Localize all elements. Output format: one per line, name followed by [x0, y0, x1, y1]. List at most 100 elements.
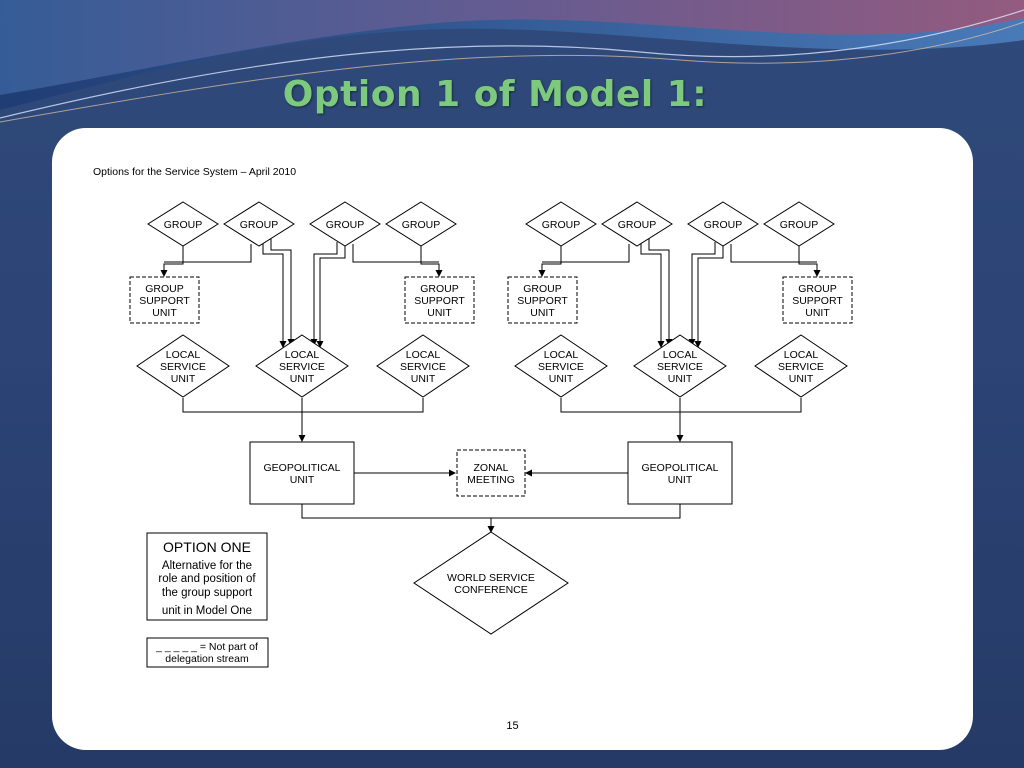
right-group-3-text-1: GROUP	[704, 219, 743, 231]
left-group-2-diamond	[223, 201, 295, 247]
right-group-2-text-1: GROUP	[618, 219, 657, 231]
left-group-4-diamond	[385, 201, 457, 247]
right-wire-g2-lsu-b	[648, 238, 673, 346]
right-lsu-2-diamond	[633, 334, 727, 398]
left-gsu-a-box	[129, 276, 200, 324]
right-lsu-3-text-3: UNIT	[789, 373, 814, 385]
right-lsu-3-text-1: LOCAL	[784, 349, 819, 361]
left-wire-g2-lsu-b	[270, 238, 295, 346]
connector-lines	[160, 238, 821, 533]
left-gsu-a-text-3: UNIT	[152, 307, 177, 319]
right-group-1-diamond	[525, 201, 597, 247]
right-lsu-3-diamond	[754, 334, 848, 398]
right-gsu-b-box	[782, 276, 853, 324]
right-wire-g3-lsu-b	[694, 246, 724, 348]
option-one-line-2: role and position of	[158, 573, 256, 585]
right-wire-g1-gsu	[538, 246, 562, 277]
right-wire-g3-gsu	[730, 244, 817, 263]
left-lsu-2-diamond	[255, 334, 349, 398]
option-one-line-3: the group support	[162, 587, 253, 599]
right-geopolitical-box	[627, 441, 733, 505]
left-lsu-3-text-3: UNIT	[411, 373, 436, 385]
right-gsu-b-text-2: SUPPORT	[792, 295, 843, 307]
service-system-diagram: Options for the Service System – April 2…	[93, 166, 853, 668]
left-geopolitical-text-2: UNIT	[290, 474, 315, 486]
left-wire-g2-lsu-a	[262, 242, 287, 348]
option-one-title: OPTION ONE	[163, 539, 251, 555]
left-wire-g3-lsu-b	[316, 246, 346, 348]
left-lsu-2-text-3: UNIT	[290, 373, 315, 385]
right-lsu-1-text-3: UNIT	[549, 373, 574, 385]
header-swoosh-decoration	[0, 0, 1024, 123]
left-lsu-2-text-1: LOCAL	[285, 349, 320, 361]
right-gsu-a-box	[507, 276, 578, 324]
zonal-meeting-text-1: ZONAL	[473, 462, 508, 474]
left-gsu-b-text-1: GROUP	[420, 283, 459, 295]
right-geopolitical-text-2: UNIT	[668, 474, 693, 486]
left-wire-g3-gsu	[352, 244, 439, 263]
right-group-1-text-1: GROUP	[542, 219, 581, 231]
page-number: 15	[506, 720, 519, 732]
right-group-4-diamond	[763, 201, 835, 247]
right-geopolitical-text-1: GEOPOLITICAL	[641, 462, 718, 474]
left-group-3-diamond	[309, 201, 381, 247]
world-service-conference-diamond	[413, 531, 569, 635]
left-geopolitical-box	[249, 441, 355, 505]
right-lsu-2-text-3: UNIT	[668, 373, 693, 385]
right-gsu-b-text-1: GROUP	[798, 283, 837, 295]
left-wire-g2-gsu	[164, 244, 252, 263]
left-lsu-3-text-1: LOCAL	[406, 349, 441, 361]
right-group-3-diamond	[687, 201, 759, 247]
legend-line-2: delegation stream	[165, 653, 249, 665]
legend-box	[146, 637, 269, 668]
right-lsu-1-text-1: LOCAL	[544, 349, 579, 361]
right-gsu-a-text-3: UNIT	[530, 307, 555, 319]
left-group-2-text-1: GROUP	[240, 219, 279, 231]
diagram-heading: Options for the Service System – April 2…	[93, 166, 296, 178]
left-group-1-diamond	[147, 201, 219, 247]
slide-title: Option 1 of Model 1:	[282, 74, 708, 115]
left-wire-g3-lsu-a	[310, 242, 338, 346]
left-group-3-text-1: GROUP	[326, 219, 365, 231]
legend-line-1: _ _ _ _ _ = Not part of	[155, 641, 258, 653]
right-lsu-2-text-1: LOCAL	[663, 349, 698, 361]
right-group-4-text-1: GROUP	[780, 219, 819, 231]
left-wire-g1-gsu	[160, 246, 184, 277]
left-wire-lsu-row	[182, 398, 424, 413]
left-lsu-3-text-2: SERVICE	[400, 361, 446, 373]
right-wire-lsu-row	[560, 398, 802, 413]
right-lsu-1-diamond	[514, 334, 608, 398]
right-wire-g2-gsu	[542, 244, 630, 263]
left-gsu-a-text-1: GROUP	[145, 283, 184, 295]
right-wire-g3-lsu-a	[688, 242, 716, 346]
right-wire-g4-gsu	[798, 246, 821, 277]
world-service-conference-text-1: WORLD SERVICE	[447, 572, 535, 584]
right-lsu-2-text-2: SERVICE	[657, 361, 703, 373]
left-gsu-b-text-2: SUPPORT	[414, 295, 465, 307]
left-group-4-text-1: GROUP	[402, 219, 441, 231]
option-one-box	[146, 532, 268, 621]
world-service-conference-text-2: CONFERENCE	[454, 584, 528, 596]
left-lsu-1-text-3: UNIT	[171, 373, 196, 385]
right-group-2-diamond	[601, 201, 673, 247]
right-lsu-3-text-2: SERVICE	[778, 361, 824, 373]
option-one-line-4: unit in Model One	[162, 605, 252, 617]
left-gsu-b-text-3: UNIT	[427, 307, 452, 319]
left-gsu-a-text-2: SUPPORT	[139, 295, 190, 307]
left-gsu-b-box	[404, 276, 475, 324]
zonal-meeting-text-2: MEETING	[467, 474, 515, 486]
left-lsu-1-text-1: LOCAL	[166, 349, 201, 361]
right-gsu-a-text-2: SUPPORT	[517, 295, 568, 307]
left-wire-g4-gsu	[420, 246, 443, 277]
option-one-line-1: Alternative for the	[162, 560, 252, 572]
wire-geo-row	[301, 504, 681, 519]
left-geopolitical-text-1: GEOPOLITICAL	[263, 462, 340, 474]
left-lsu-2-text-2: SERVICE	[279, 361, 325, 373]
zonal-meeting-box	[456, 449, 526, 497]
left-lsu-1-text-2: SERVICE	[160, 361, 206, 373]
left-lsu-1-diamond	[136, 334, 230, 398]
right-gsu-b-text-3: UNIT	[805, 307, 830, 319]
left-lsu-3-diamond	[376, 334, 470, 398]
right-lsu-1-text-2: SERVICE	[538, 361, 584, 373]
